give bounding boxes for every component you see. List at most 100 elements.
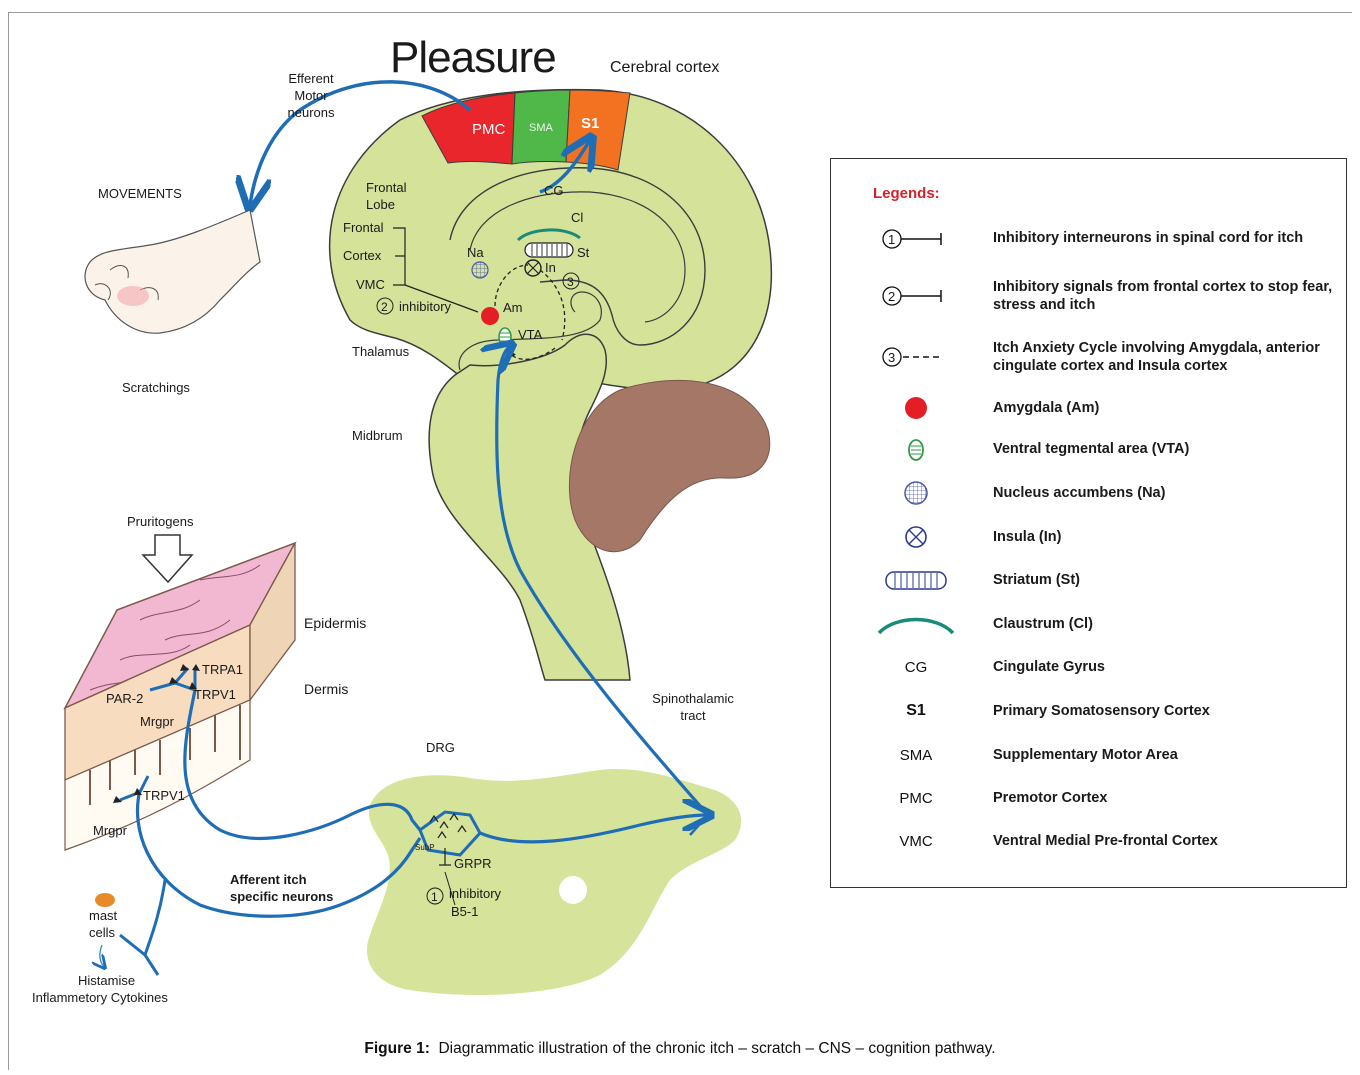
- drg-hole: [559, 876, 587, 904]
- scratchings-label: Scratchings: [122, 380, 190, 395]
- brain: [330, 90, 772, 680]
- trpv1-lower-label: TRPV1: [143, 788, 185, 803]
- legend-item-3: 3 Itch Anxiety Cycle involving Amygdala,…: [831, 337, 1348, 377]
- pruritogens-label: Pruritogens: [127, 514, 194, 529]
- par2-label: PAR-2: [106, 691, 143, 706]
- cerebral-cortex-label: Cerebral cortex: [610, 59, 719, 76]
- legend-item-9: Claustrum (Cl): [831, 604, 1348, 644]
- midbrum-label: Midbrum: [352, 428, 403, 443]
- striatum: [525, 243, 573, 257]
- legend-text-8: Striatum (St): [993, 571, 1333, 589]
- legend-text-4: Amygdala (Am): [993, 399, 1333, 417]
- legend-text-12: Supplementary Motor Area: [993, 746, 1333, 764]
- legend-item-5: Ventral tegmental area (VTA): [831, 429, 1348, 469]
- s1-abbr: S1: [851, 691, 981, 731]
- pruritogens-arrow: [143, 535, 192, 582]
- pmc-abbr: PMC: [851, 778, 981, 818]
- inhibitory-b5-1: inhibitory: [449, 886, 502, 901]
- amygdala-dot-icon: [851, 388, 981, 428]
- nucleus-accumbens: [472, 262, 488, 278]
- spinothalamic-1: Spinothalamic: [652, 691, 734, 706]
- vta-icon: [851, 429, 981, 469]
- anxiety-cycle-icon: 3: [851, 337, 981, 377]
- cg-label: CG: [544, 183, 564, 198]
- frontal-lobe-2: Lobe: [366, 197, 395, 212]
- in-label: In: [545, 260, 556, 275]
- amygdala-dot: [481, 307, 499, 325]
- num3-label: 3: [567, 275, 574, 289]
- legend-box: Legends: 1 Inhibitory interneurons in sp…: [830, 158, 1347, 888]
- inhibitory-2-icon: 2: [851, 276, 981, 316]
- frontal-lobe-1: Frontal: [366, 180, 407, 195]
- cytokines-label: Inflammetory Cytokines: [32, 990, 168, 1005]
- legend-text-1: Inhibitory interneurons in spinal cord f…: [993, 229, 1333, 247]
- mrgpr-upper-label: Mrgpr: [140, 714, 175, 729]
- afferent-label-1: Afferent itch: [230, 872, 307, 887]
- inhibitory-b5-2: B5-1: [451, 904, 478, 919]
- mast-cell: [95, 893, 115, 907]
- insula-icon: [851, 517, 981, 557]
- epidermis-label: Epidermis: [304, 615, 366, 631]
- drg-ganglion: [367, 769, 741, 995]
- vta: [499, 328, 511, 346]
- legend-item-14: VMC Ventral Medial Pre-frontal Cortex: [831, 821, 1348, 861]
- cl-label: Cl: [571, 210, 583, 225]
- num1-label: 1: [431, 890, 438, 904]
- nucleus-accumbens-icon: [851, 473, 981, 513]
- am-label: Am: [503, 300, 523, 315]
- grpr-label: GRPR: [454, 856, 492, 871]
- legend-item-2: 2 Inhibitory signals from frontal cortex…: [831, 276, 1348, 316]
- efferent-label-3: neurons: [288, 105, 335, 120]
- scratching-hand: [85, 210, 260, 333]
- legend-item-6: Nucleus accumbens (Na): [831, 473, 1348, 513]
- caption-label: Figure 1:: [364, 1040, 429, 1057]
- subp-label: SubP: [415, 843, 435, 852]
- movements-label: MOVEMENTS: [98, 186, 182, 201]
- legend-text-2: Inhibitory signals from frontal cortex t…: [993, 278, 1333, 314]
- legend-text-13: Premotor Cortex: [993, 789, 1333, 807]
- legend-text-10: Cingulate Gyrus: [993, 658, 1333, 676]
- pmc-label: PMC: [472, 121, 506, 138]
- s1-label: S1: [581, 115, 599, 132]
- sma-abbr: SMA: [851, 735, 981, 775]
- afferent-label-2: specific neurons: [230, 889, 333, 904]
- thalamus-label: Thalamus: [352, 344, 410, 359]
- efferent-label-2: Motor: [294, 88, 328, 103]
- legend-title: Legends:: [873, 185, 940, 202]
- svg-text:1: 1: [888, 232, 895, 247]
- frontal-label: Frontal: [343, 220, 384, 235]
- mast-label-1: mast: [89, 908, 118, 923]
- legend-text-11: Primary Somatosensory Cortex: [993, 702, 1333, 720]
- figure-caption: Figure 1: Diagrammatic illustration of t…: [0, 1040, 1360, 1058]
- caption-text: Diagrammatic illustration of the chronic…: [438, 1040, 995, 1057]
- legend-text-6: Nucleus accumbens (Na): [993, 484, 1333, 502]
- striatum-icon: [851, 560, 981, 600]
- trpa1-label: TRPA1: [202, 662, 243, 677]
- trpv1-upper-label: TRPV1: [194, 687, 236, 702]
- svg-text:3: 3: [888, 350, 895, 365]
- legend-item-1: 1 Inhibitory interneurons in spinal cord…: [831, 219, 1348, 259]
- claustrum-icon: [851, 604, 981, 644]
- vmc-label: VMC: [356, 277, 385, 292]
- cg-abbr: CG: [851, 647, 981, 687]
- mast-cell-arrow: [100, 945, 104, 967]
- legend-item-13: PMC Premotor Cortex: [831, 778, 1348, 818]
- legend-item-11: S1 Primary Somatosensory Cortex: [831, 691, 1348, 731]
- num2-label: 2: [381, 300, 388, 314]
- cerebellum: [569, 380, 769, 551]
- legend-text-9: Claustrum (Cl): [993, 615, 1333, 633]
- legend-item-8: Striatum (St): [831, 560, 1348, 600]
- mast-cell-branch: [120, 880, 165, 975]
- histamise-label: Histamise: [78, 973, 135, 988]
- vta-label: VTA: [518, 327, 543, 342]
- sma-label: SMA: [529, 122, 554, 134]
- vmc-abbr: VMC: [851, 821, 981, 861]
- legend-text-5: Ventral tegmental area (VTA): [993, 440, 1333, 458]
- na-label: Na: [467, 245, 484, 260]
- skin-block: [65, 543, 295, 850]
- dermis-label: Dermis: [304, 681, 348, 697]
- legend-text-3: Itch Anxiety Cycle involving Amygdala, a…: [993, 339, 1333, 375]
- mrgpr-lower-label: Mrgpr: [93, 823, 128, 838]
- legend-text-7: Insula (In): [993, 528, 1333, 546]
- st-label: St: [577, 245, 590, 260]
